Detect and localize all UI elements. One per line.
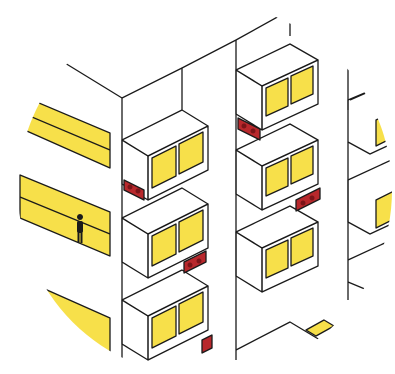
window-partial	[375, 109, 392, 147]
window-partial	[375, 189, 392, 229]
window-left	[151, 145, 177, 189]
window-left	[151, 305, 177, 349]
window-left	[265, 157, 289, 197]
window-left	[151, 223, 177, 267]
ac-unit-icon	[348, 54, 359, 69]
window-right	[178, 291, 204, 335]
right-balcony-column	[235, 43, 335, 360]
window-right	[290, 145, 314, 185]
balcony-box	[235, 205, 319, 293]
ac-unit-icon	[237, 117, 261, 141]
balcony-box	[235, 123, 319, 211]
window-left	[265, 77, 289, 117]
ac-unit-icon	[123, 179, 145, 201]
balcony-box	[235, 43, 319, 131]
window-right	[178, 209, 204, 253]
long-window-bottom	[19, 277, 111, 361]
balcony-box	[121, 269, 209, 361]
far-right-column	[347, 54, 392, 300]
center-balcony-column	[121, 109, 213, 361]
circular-frame	[19, 9, 392, 361]
window-right	[290, 65, 314, 105]
ac-unit-icon	[295, 187, 321, 212]
ac-unit-icon	[183, 250, 207, 274]
roof-lines	[59, 9, 392, 360]
window-left	[265, 239, 289, 279]
window-right	[178, 131, 204, 175]
balcony-box	[121, 187, 209, 279]
left-wall	[19, 94, 111, 361]
window-right	[290, 227, 314, 267]
balcony-box	[121, 109, 209, 201]
person-silhouette-icon	[77, 214, 83, 243]
ac-unit-icon	[201, 334, 213, 354]
